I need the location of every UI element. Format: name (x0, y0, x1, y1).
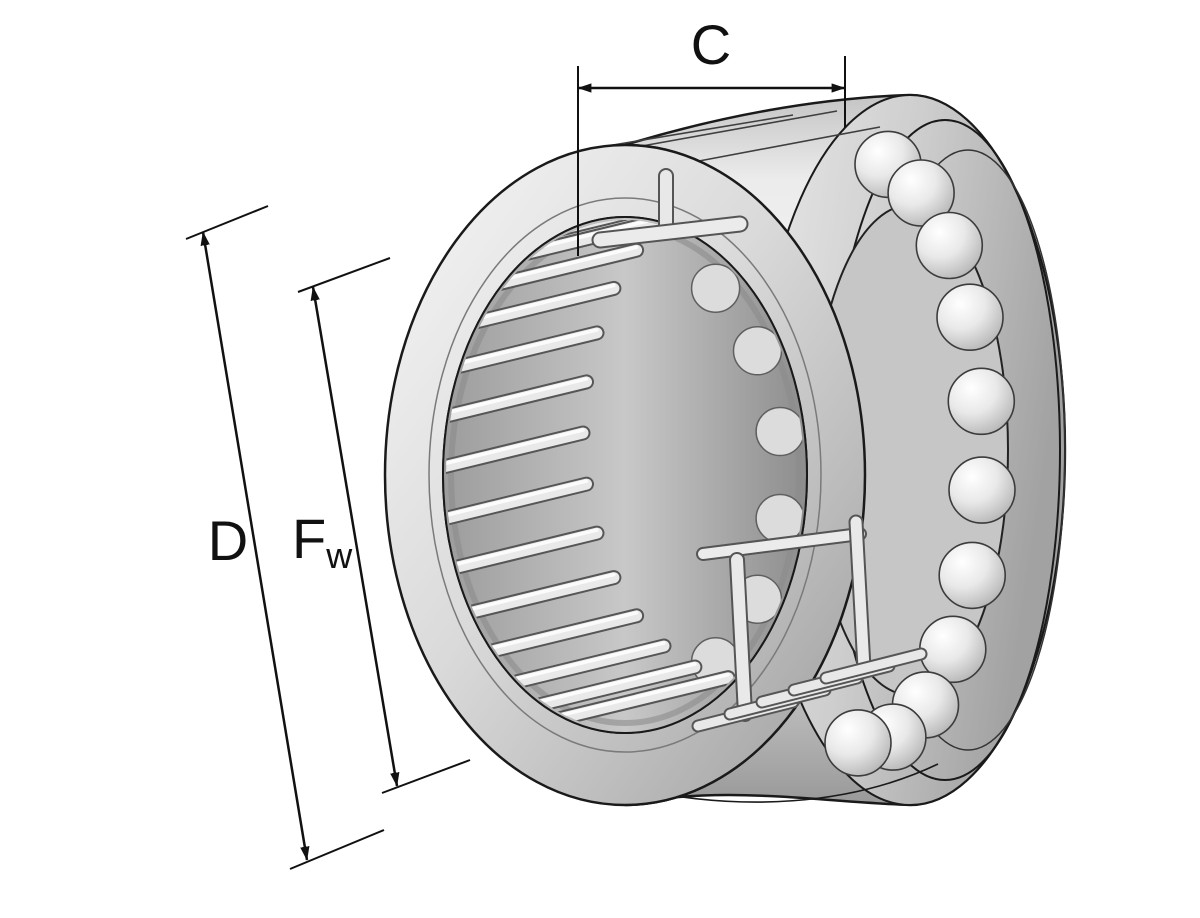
cage-scallop (755, 406, 804, 457)
thrust-ball (915, 211, 984, 280)
label-Fw: Fw (292, 507, 353, 576)
lower-cage-rollers (691, 647, 928, 733)
extension-line-fw-top (297, 257, 391, 293)
pocket-line (698, 126, 881, 162)
extension-line-d-bottom (289, 829, 385, 870)
dimension-C: C (577, 13, 846, 256)
thrust-ball (936, 283, 1004, 352)
lower-cage (691, 514, 928, 733)
dimension-D: D (185, 205, 385, 870)
cage-scallop (690, 263, 741, 313)
needle-roller (446, 476, 594, 537)
label-C: C (691, 13, 731, 76)
cage-bar-top (593, 217, 747, 247)
dimension-Fw: Fw (292, 257, 471, 794)
extension-line-d-top (185, 205, 269, 240)
top-cage-parts (591, 168, 749, 249)
pocket-line (641, 110, 838, 147)
needle-roller (446, 325, 605, 386)
extension-line-fw-bottom (381, 759, 471, 794)
front-ring-chamfer (428, 197, 822, 753)
needle-roller (535, 670, 736, 730)
thrust-balls (824, 130, 1016, 777)
thrust-ball (947, 367, 1016, 436)
thrust-ball (887, 159, 955, 227)
lower-cage-roller (819, 647, 928, 685)
dimension-line-d (200, 231, 310, 861)
needle-roller (446, 425, 591, 486)
thrust-ball (948, 456, 1016, 524)
needle-roller (446, 525, 605, 586)
cage-bar (850, 516, 870, 674)
thrust-ball (824, 709, 892, 777)
cage-bracket (698, 529, 865, 559)
needle-roller (446, 374, 594, 435)
thrust-ball (938, 541, 1007, 610)
dimension-line-fw (310, 286, 400, 787)
label-D: D (208, 509, 248, 572)
cage-bar (731, 554, 751, 720)
